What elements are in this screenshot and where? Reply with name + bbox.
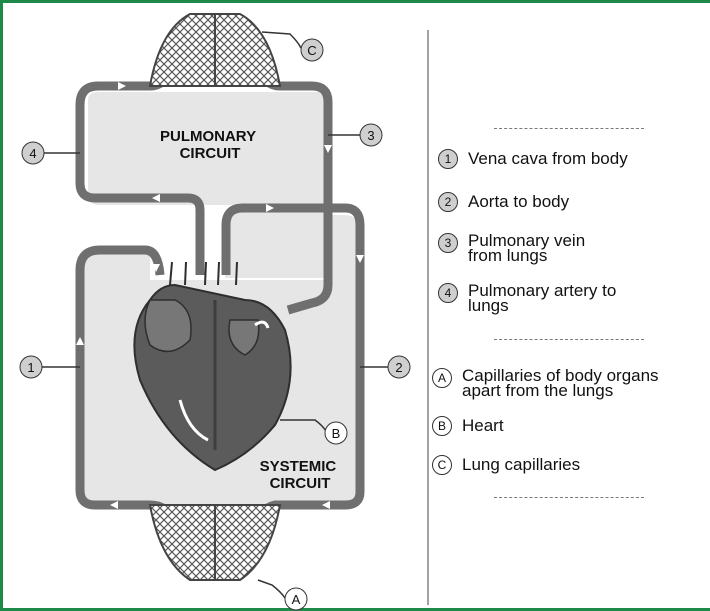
legend-text-C: Lung capillaries [462,457,580,472]
marker-3: 3 [328,124,382,146]
legend-separator-bottom [494,497,644,498]
svg-text:C: C [307,43,316,58]
svg-text:1: 1 [27,360,34,375]
legend-badge-A: A [432,368,452,388]
legend-separator-middle [494,339,644,340]
circulation-diagram: PULMONARY CIRCUIT SYSTEMIC CIRCUIT 4 3 1… [0,0,432,611]
legend-item-2: 2 Aorta to body [438,192,710,212]
svg-text:B: B [332,426,341,441]
legend-separator-top [494,128,644,129]
legend-text-B: Heart [462,418,504,433]
legend-item-A: A Capillaries of body organs apart from … [432,368,710,398]
legend-item-4: 4 Pulmonary artery to lungs [438,283,710,313]
legend-badge-1: 1 [438,149,458,169]
legend-item-3: 3 Pulmonary vein from lungs [438,233,710,263]
legend-item-B: B Heart [432,416,710,436]
marker-1: 1 [20,356,80,378]
legend-badge-4: 4 [438,283,458,303]
legend-text-4: Pulmonary artery to lungs [468,283,616,313]
svg-text:A: A [292,592,301,607]
legend-item-C: C Lung capillaries [432,455,710,475]
legend-text-4-line2: lungs [468,296,509,315]
pulmonary-label-line2: CIRCUIT [180,145,241,162]
legend-badge-C: C [432,455,452,475]
marker-A: A [258,580,307,610]
legend-text-A: Capillaries of body organs apart from th… [462,368,659,398]
svg-text:3: 3 [367,128,374,143]
pulmonary-label-line1: PULMONARY [160,128,256,145]
marker-4: 4 [22,142,80,164]
legend-badge-3: 3 [438,233,458,253]
legend-item-1: 1 Vena cava from body [438,149,710,169]
legend-badge-B: B [432,416,452,436]
legend: 1 Vena cava from body 2 Aorta to body 3 … [432,0,710,611]
legend-text-A-line2: apart from the lungs [462,381,613,400]
systemic-circuit-label: SYSTEMIC CIRCUIT [260,458,341,492]
legend-text-2: Aorta to body [468,194,569,209]
legend-text-3-line2: from lungs [468,246,547,265]
legend-text-3: Pulmonary vein from lungs [468,233,585,263]
svg-text:2: 2 [395,360,402,375]
legend-text-1: Vena cava from body [468,151,628,166]
svg-text:4: 4 [29,146,36,161]
legend-badge-2: 2 [438,192,458,212]
marker-2: 2 [360,356,410,378]
systemic-label-line1: SYSTEMIC [260,458,337,475]
systemic-label-line2: CIRCUIT [270,475,331,492]
